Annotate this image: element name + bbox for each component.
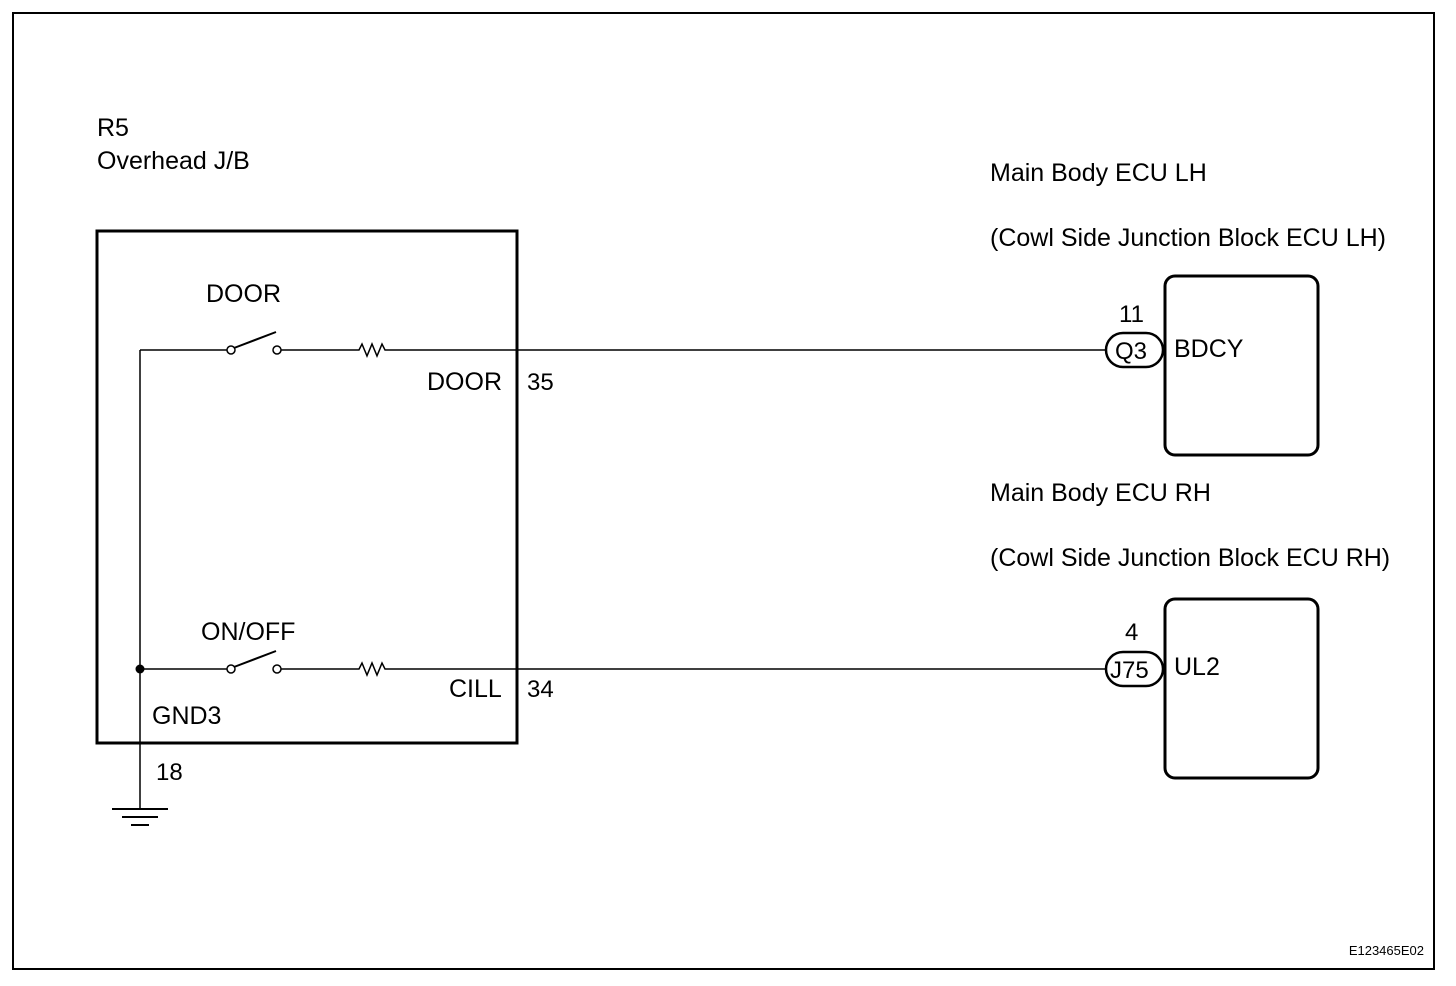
ecu-rh-connector-id: J75	[1110, 657, 1149, 684]
ecu-rh-connector-oval	[1104, 650, 1165, 688]
ecu-rh-name: Main Body ECU RH	[990, 479, 1211, 507]
ground-terminal-pin: 18	[156, 759, 183, 786]
door-terminal-pin: 35	[527, 369, 554, 396]
jb-id-label: R5	[97, 114, 129, 142]
junction-block-box	[95, 229, 519, 745]
ecu-lh-alt-name: (Cowl Side Junction Block ECU LH)	[990, 224, 1386, 252]
door-switch-icon	[226, 331, 282, 355]
cill-terminal-pin: 34	[527, 676, 554, 703]
cill-terminal-name: CILL	[449, 675, 502, 703]
ecu-rh-alt-name: (Cowl Side Junction Block ECU RH)	[990, 544, 1390, 572]
onoff-switch-label: ON/OFF	[201, 618, 295, 646]
door-switch-label: DOOR	[206, 280, 281, 308]
ecu-lh-connector-id: Q3	[1115, 338, 1147, 365]
ground-terminal-name: GND3	[152, 702, 221, 730]
ecu-lh-box	[1163, 274, 1320, 457]
ecu-lh-pin: 11	[1119, 301, 1144, 328]
ecu-rh-pin: 4	[1125, 619, 1138, 646]
jb-name-label: Overhead J/B	[97, 147, 250, 175]
door-resistor-icon	[354, 342, 388, 358]
ecu-lh-terminal-name: BDCY	[1174, 335, 1244, 363]
ecu-rh-terminal-name: UL2	[1174, 653, 1220, 681]
diagram-frame	[12, 12, 1435, 970]
onoff-switch-icon	[226, 650, 282, 674]
figure-code: E123465E02	[1349, 943, 1424, 958]
onoff-resistor-icon	[354, 661, 388, 677]
ecu-lh-name: Main Body ECU LH	[990, 159, 1207, 187]
ecu-rh-box	[1163, 597, 1320, 780]
door-terminal-name: DOOR	[427, 368, 502, 396]
ecu-lh-connector-oval	[1104, 331, 1165, 369]
ground-symbol-icon	[112, 808, 168, 826]
